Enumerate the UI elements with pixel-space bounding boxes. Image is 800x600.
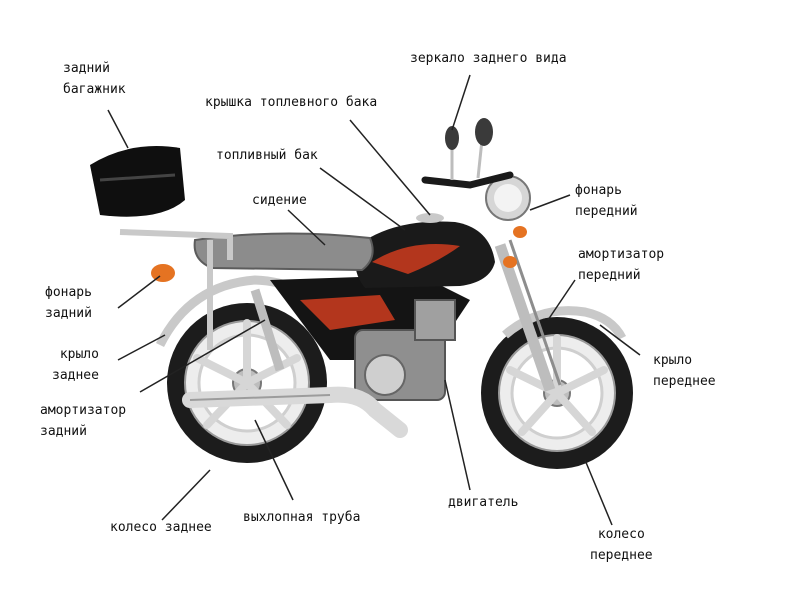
- handlebar: [421, 118, 514, 189]
- seat: [193, 232, 374, 272]
- rear-rack: [90, 146, 233, 350]
- fuel-tank: [355, 213, 495, 288]
- label-rear-shock: амортизатор задний: [40, 403, 127, 439]
- leader-lines: [107, 74, 641, 526]
- label-rear-wheel: колесо заднее: [110, 520, 212, 535]
- engine: [354, 299, 456, 401]
- label-engine: двигатель: [448, 495, 519, 510]
- front-fork: [494, 239, 562, 392]
- label-exhaust: выхлопная труба: [243, 510, 361, 525]
- front-wheel: [481, 317, 633, 469]
- label-rear-fender: крыло заднее: [52, 347, 99, 383]
- label-tail-light: фонарь задний: [45, 285, 92, 321]
- exhaust-pipe: [182, 386, 408, 438]
- rear-shock: [250, 288, 285, 372]
- label-front-shock: амортизатор передний: [578, 247, 665, 283]
- label-mirror: зеркало заднего вида: [410, 51, 567, 66]
- label-front-wheel: колесо переднее: [590, 527, 653, 563]
- label-seat: сидение: [252, 193, 307, 208]
- headlight-shape: [485, 175, 531, 268]
- label-fuel-tank: топливный бак: [216, 148, 318, 163]
- label-fuel-cap: крышка топлевного бака: [205, 95, 378, 110]
- label-rear-rack: задний багажник: [63, 61, 126, 97]
- label-front-fender: крыло переднее: [653, 353, 716, 389]
- label-headlight: фонарь передний: [575, 183, 638, 219]
- rear-wheel: [167, 303, 327, 463]
